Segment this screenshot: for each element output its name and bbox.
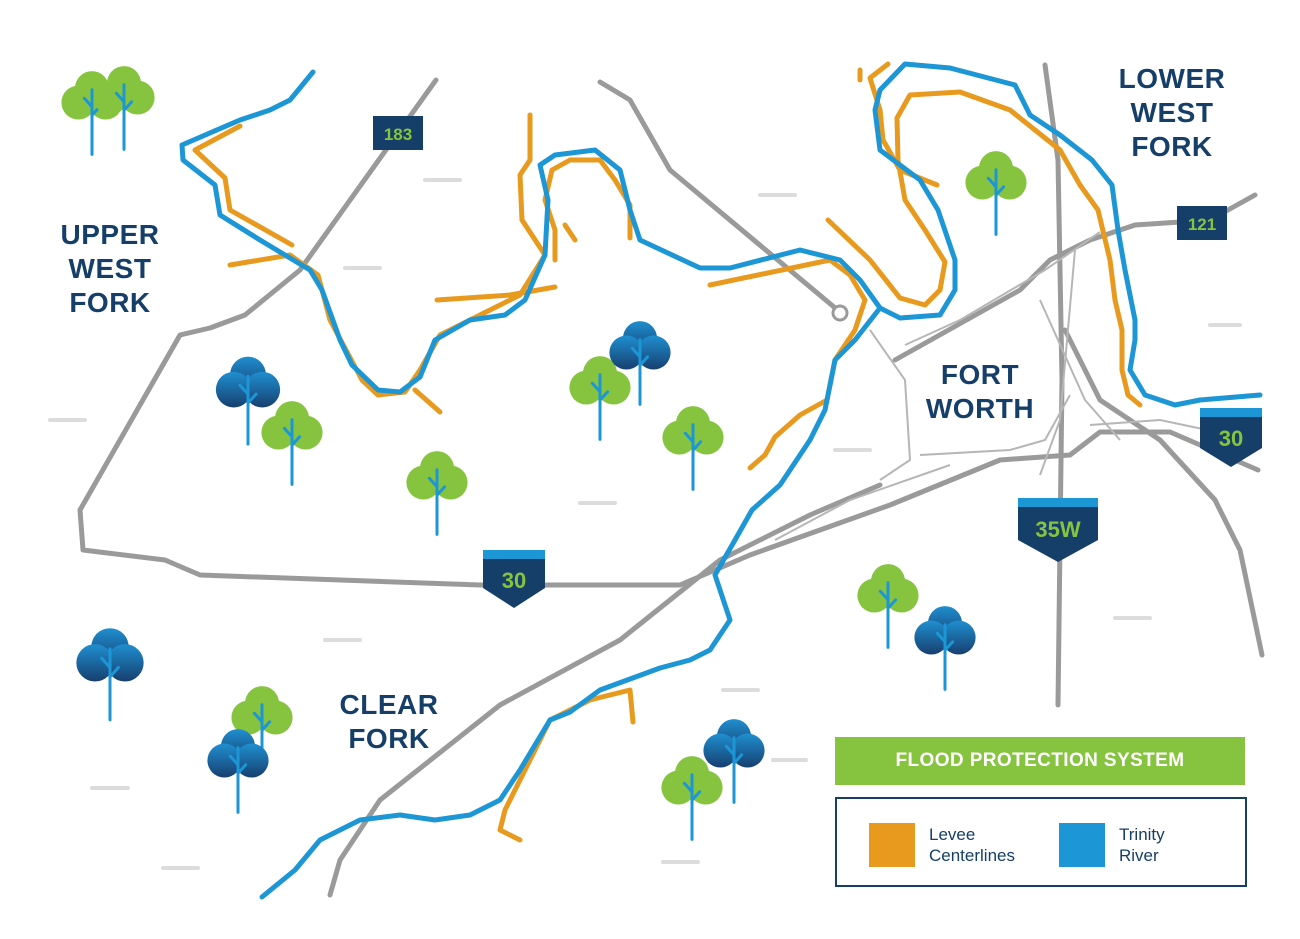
dark-tree-icon: [207, 729, 269, 814]
river-swatch: [1059, 823, 1105, 867]
legend-box: Levee Centerlines Trinity River: [835, 797, 1247, 887]
highway-183-shield: 183: [373, 116, 423, 150]
trinity-river: [179, 61, 1263, 900]
light-tree-icon: [661, 756, 723, 841]
light-tree-icon: [569, 356, 631, 441]
dark-tree-icon: [914, 606, 976, 691]
light-tree-icon: [93, 66, 155, 151]
interstate-35w-shield: 35W: [1018, 498, 1098, 562]
dark-tree-icon: [703, 719, 765, 804]
interstate-30-west-label: 30: [502, 568, 526, 593]
legend-item-levee: Levee Centerlines: [869, 823, 1015, 867]
legend: FLOOD PROTECTION SYSTEM Levee Centerline…: [835, 737, 1247, 887]
light-tree-icon: [857, 564, 919, 649]
light-tree-icon: [406, 451, 468, 536]
region-lower-west-fork: LOWER WEST FORK: [1118, 63, 1226, 162]
region-fort-worth: FORT WORTH: [925, 359, 1035, 424]
light-tree-icon: [261, 401, 323, 486]
legend-label-river: Trinity River: [1119, 825, 1165, 865]
legend-title: FLOOD PROTECTION SYSTEM: [835, 737, 1245, 785]
region-clear-fork: CLEAR FORK: [339, 689, 439, 754]
interstate-30-west-shield: 30: [483, 550, 545, 608]
terrain-dashes: [48, 178, 1242, 870]
light-tree-icon: [662, 406, 724, 491]
highway-183-label: 183: [384, 125, 412, 144]
road-network-thin: [774, 231, 1256, 541]
light-tree-icon: [231, 686, 293, 771]
dark-tree-icon: [609, 321, 671, 406]
highway-121-shield: 121: [1177, 206, 1227, 240]
legend-label-levee: Levee Centerlines: [929, 825, 1015, 865]
region-upper-west-fork: UPPER WEST FORK: [60, 219, 160, 318]
trees: [61, 66, 1027, 841]
interstate-35w-label: 35W: [1035, 517, 1080, 542]
legend-item-river: Trinity River: [1059, 823, 1165, 867]
interchange-marker: [831, 304, 849, 322]
levee-swatch: [869, 823, 915, 867]
highway-121-label: 121: [1188, 215, 1216, 234]
light-tree-icon: [965, 151, 1027, 236]
interstate-30-east-shield: 30: [1200, 408, 1262, 467]
dark-tree-icon: [76, 628, 144, 722]
dark-tree-icon: [215, 356, 281, 446]
interstate-30-east-label: 30: [1219, 426, 1243, 451]
